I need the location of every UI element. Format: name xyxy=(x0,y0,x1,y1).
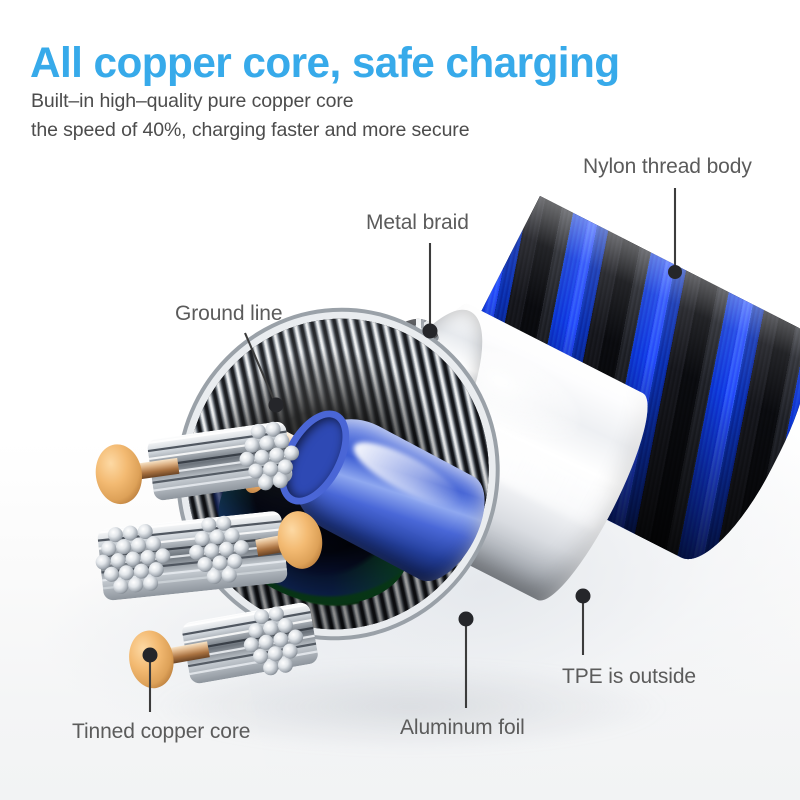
cross-section-core-shadow xyxy=(143,276,533,672)
cross-section-strand-texture xyxy=(143,276,533,672)
page-headline: All copper core, safe charging xyxy=(30,39,620,87)
cross-section-shading xyxy=(143,276,533,672)
copper-conductor-graphic xyxy=(257,422,355,491)
callout-label-tpe-is-outside: TPE is outside xyxy=(562,665,696,688)
subheadline-line-2: the speed of 40%, charging faster and mo… xyxy=(31,119,470,141)
tpe-jacket-graphic xyxy=(346,296,666,612)
inner-insulation-ring xyxy=(176,313,488,631)
blue-core-open-end xyxy=(274,408,355,507)
leader-tpe-is-outside xyxy=(575,588,591,655)
cable-cross-section-face xyxy=(143,276,533,672)
leader-ground-line xyxy=(244,332,284,413)
copper-conductor-tip xyxy=(240,461,272,497)
jacket-cut-edge-graphic xyxy=(318,292,509,554)
aluminum-foil-crescent xyxy=(197,427,433,630)
aluminum-foil-layer-graphic xyxy=(191,337,488,639)
callout-label-aluminum-foil: Aluminum foil xyxy=(400,716,525,739)
tpe-highlight xyxy=(427,329,594,462)
nylon-fiber-texture xyxy=(422,196,800,576)
leader-aluminum-foil xyxy=(458,611,474,708)
callout-label-tinned-copper-core: Tinned copper core xyxy=(72,720,251,743)
blue-insulated-core-graphic xyxy=(272,398,501,594)
callout-label-metal-braid: Metal braid xyxy=(366,211,469,234)
nylon-shading xyxy=(422,196,800,576)
metal-braid-graphic xyxy=(277,300,468,554)
leader-tinned-copper-core xyxy=(142,647,158,712)
callout-label-nylon-thread-body: Nylon thread body xyxy=(583,155,752,178)
leader-metal-braid xyxy=(422,243,438,339)
metal-braid-shading xyxy=(277,300,468,554)
nylon-thread-body-graphic xyxy=(422,196,800,576)
tpe-facet-highlight xyxy=(391,391,612,530)
leader-nylon-thread-body xyxy=(668,188,682,279)
blue-core-gloss xyxy=(346,430,469,518)
metal-braid-mesh xyxy=(277,300,468,554)
nylon-stripe-pattern xyxy=(422,196,800,576)
subheadline-line-1: Built–in high–quality pure copper core xyxy=(31,90,354,112)
background-sheen-secondary xyxy=(40,540,460,740)
callout-label-ground-line: Ground line xyxy=(175,302,283,325)
